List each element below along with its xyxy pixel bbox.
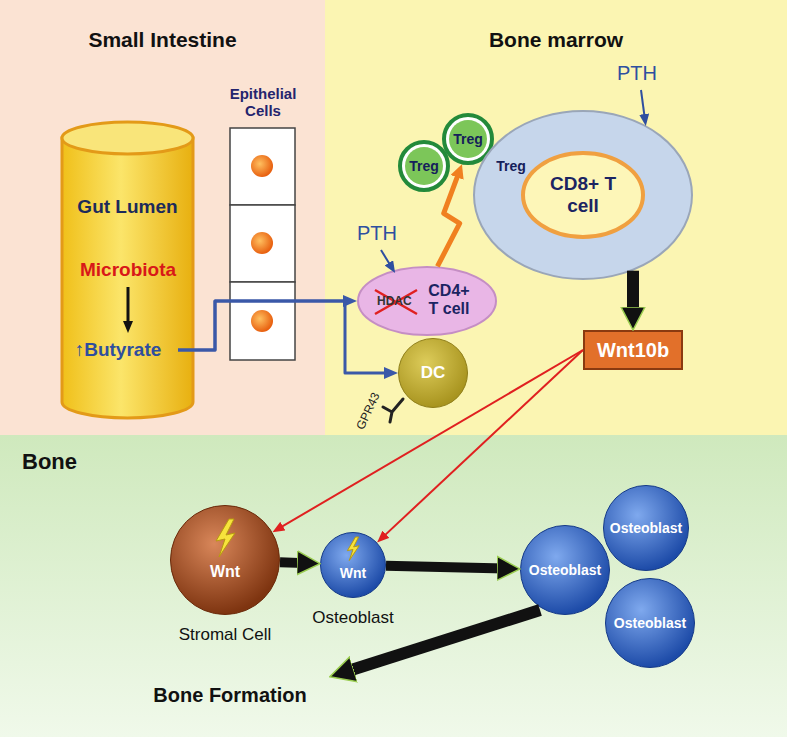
treg-cell: Treg [442, 113, 494, 165]
stromal-cell-outline [170, 505, 280, 615]
node-text: DC [421, 363, 446, 383]
node-text: Osteoblast [529, 562, 601, 578]
block-arrow [386, 566, 505, 569]
box-fill [584, 331, 682, 369]
butyrate: ↑Butyrate [62, 335, 174, 365]
node-text: Treg [409, 158, 439, 174]
cell-membrane [474, 111, 692, 279]
nucleus [251, 232, 273, 254]
node-text: Microbiota [80, 259, 176, 281]
node-text: CD4+ T cell [423, 282, 475, 319]
gpr43-receptor [383, 399, 403, 422]
treg-ring [487, 142, 535, 190]
treg-body [492, 147, 530, 185]
cylinder-top [62, 122, 193, 154]
node-text: ↑Butyrate [75, 339, 162, 361]
gut-lumen-cylinder: Gut LumenMicrobiota ↑Butyrate [60, 120, 195, 420]
node-text: Osteoblast [285, 608, 421, 628]
cylinder-body [62, 138, 193, 418]
cell-nucleus [523, 153, 643, 237]
nucleus [251, 155, 273, 177]
arrow [127, 287, 130, 327]
signal-arrow [381, 350, 583, 538]
stromal-cell: WntStromal Cell [170, 505, 280, 615]
osteoblast: Osteoblast [520, 525, 610, 615]
cell-body [399, 339, 468, 408]
wnt10b-box: Wnt10b [583, 330, 683, 370]
node-text: Stromal Cell [140, 625, 310, 645]
pth-arrow [381, 250, 392, 268]
node-text: Osteoblast [614, 615, 686, 631]
epithelial-cell [230, 128, 295, 205]
signal-arrow [278, 350, 583, 529]
node-text: Wnt [320, 565, 386, 581]
panel: Bone marrowHDACCD4+ T cellDCTregTregTreg… [325, 0, 787, 435]
cd8-t-cell: CD8+ T cell [473, 110, 693, 280]
cell-body [521, 526, 610, 615]
node-text: Bone marrow [325, 28, 787, 52]
epithelial-cells [230, 128, 295, 360]
node-text: Treg [453, 131, 483, 147]
treg-body [449, 120, 487, 158]
inhibition-cross [375, 290, 417, 314]
cell-body [358, 267, 496, 335]
butyrate-path [178, 301, 390, 373]
treg-cell: Treg [398, 140, 450, 192]
wnt-signal-bolt [347, 537, 359, 561]
panel: Small IntestineGut LumenMicrobiota ↑Butyr… [0, 0, 325, 435]
treg-ring [400, 142, 448, 190]
wnt-signal-bolt [216, 519, 235, 557]
nucleus [251, 310, 273, 332]
node-text: Wnt10b [597, 339, 669, 362]
treg-ring [444, 115, 492, 163]
signal-bolt [437, 172, 459, 267]
osteoblast: WntOsteoblast [320, 532, 386, 598]
block-arrow [280, 557, 305, 568]
node-text: CD8+ T cell [537, 173, 629, 217]
panel: BoneWntStromal CellWntOsteoblastOsteobla… [0, 435, 787, 737]
cell-body [171, 506, 280, 615]
node-text: Osteoblast [610, 520, 682, 536]
cell-body [606, 579, 695, 668]
outcome-label: Bone Formation [120, 684, 340, 707]
node-text: Bone [22, 449, 77, 475]
hormone-label: PTH [352, 222, 402, 245]
dendritic-cell: DC [398, 338, 468, 408]
treg-body [405, 147, 443, 185]
block-arrow [627, 271, 639, 315]
node-text: Small Intestine [0, 28, 325, 52]
treg-cell: Treg [485, 140, 537, 192]
butyrate-path [178, 301, 349, 350]
epithelial-cell [230, 282, 295, 360]
node-text: Gut Lumen [60, 196, 195, 218]
epithelial-cell [230, 205, 295, 282]
cell-label: Epithelial Cells [222, 86, 304, 119]
microbiota: Microbiota [68, 255, 188, 285]
node-text: Treg [496, 158, 526, 174]
cell-body [321, 533, 386, 598]
node-text: HDAC [377, 294, 412, 308]
cell-body [604, 486, 689, 571]
hormone-label: PTH [612, 62, 662, 85]
node-text: Wnt [170, 563, 280, 581]
osteoblast: Osteoblast [603, 485, 689, 571]
pth-arrow [641, 90, 645, 120]
bone-formation-arrow [345, 610, 540, 672]
cd4-t-cell: HDAC CD4+ T cell [357, 266, 497, 336]
osteoblast: Osteoblast [605, 578, 695, 668]
